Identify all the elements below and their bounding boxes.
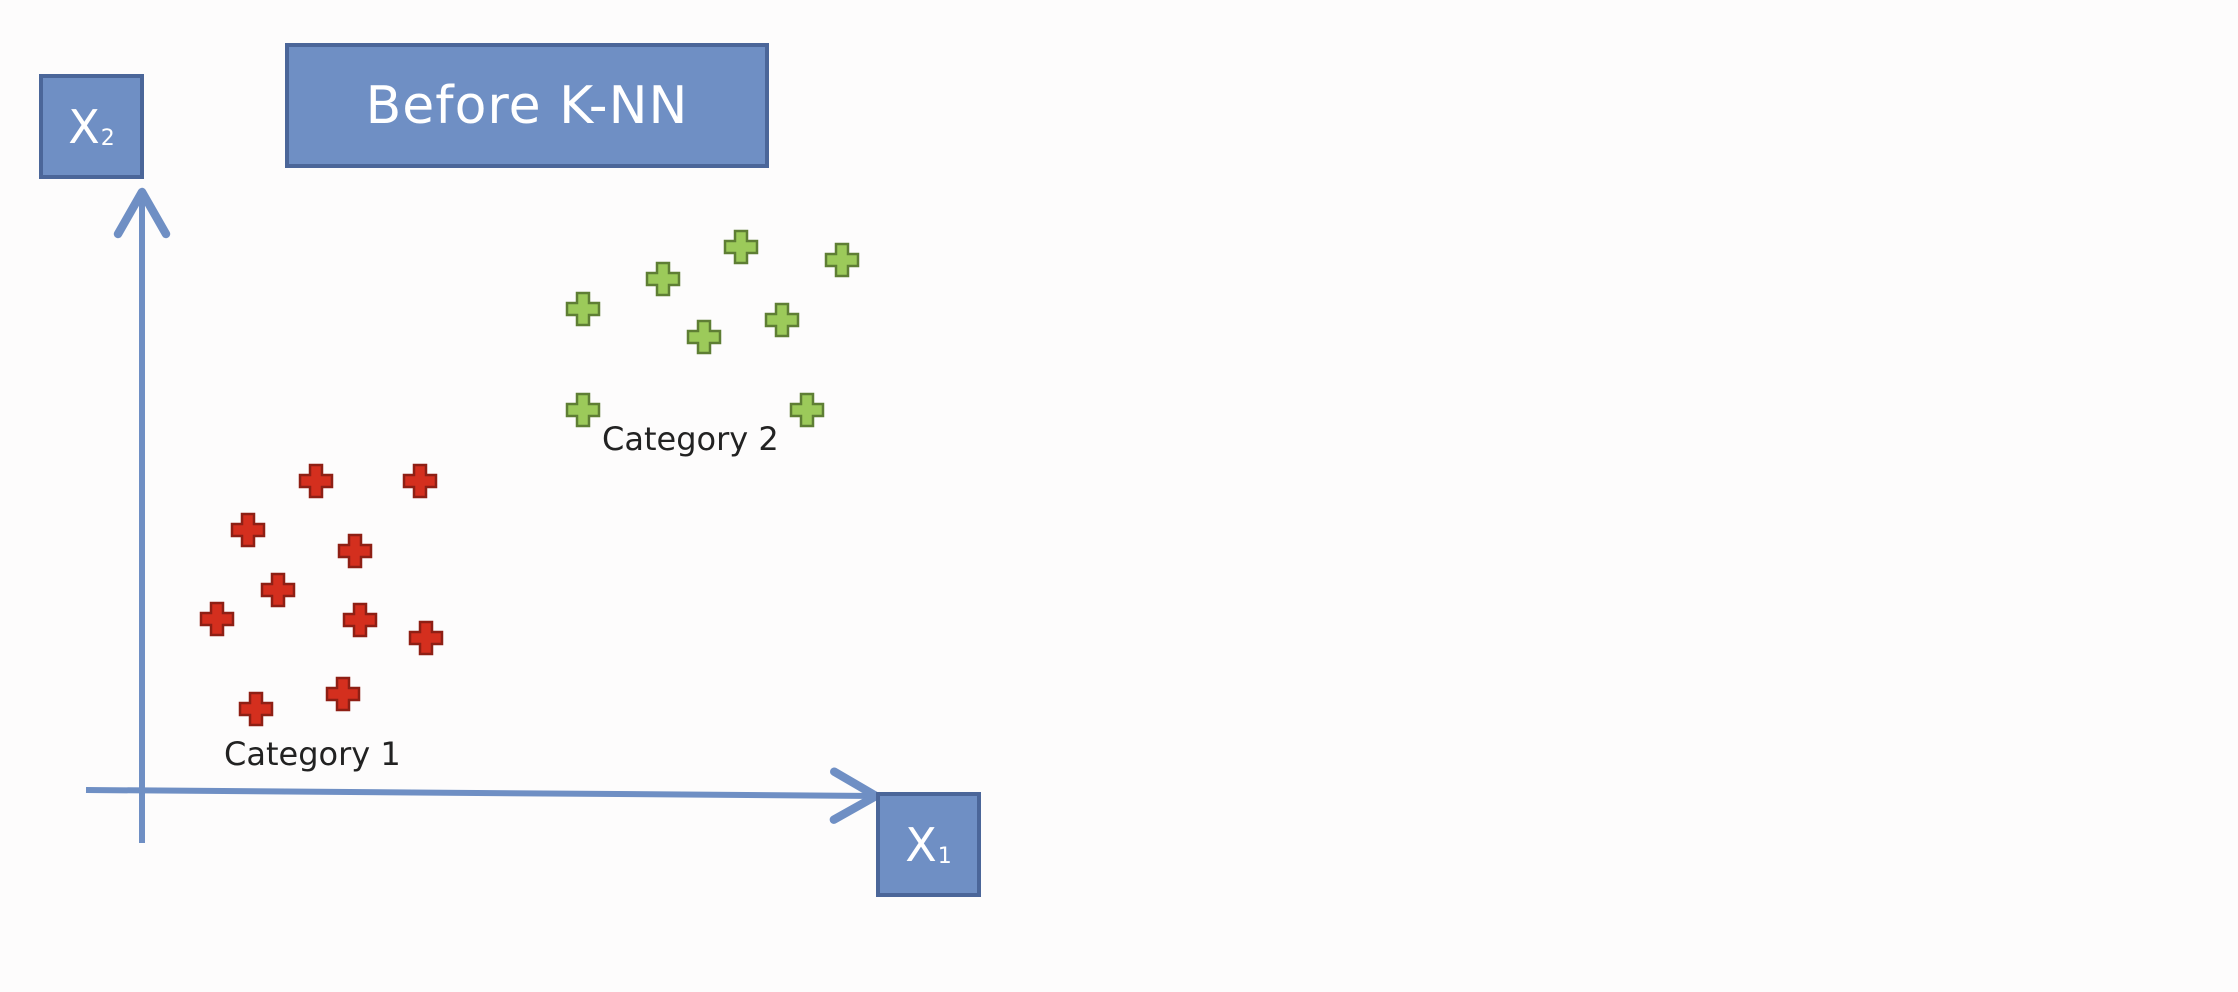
category-2-plus-marker-icon: [764, 302, 800, 338]
x1-axis-subscript: 1: [937, 844, 952, 869]
x1-axis-arrow: [85, 767, 881, 824]
x2-axis-subscript: 2: [100, 126, 115, 151]
category-1-plus-marker-icon: [342, 602, 378, 638]
category-2-plus-marker-icon: [723, 229, 759, 265]
category-2-plus-marker-icon: [565, 392, 601, 428]
category-1-plus-marker-icon: [298, 463, 334, 499]
category-2-label: Category 2: [602, 420, 779, 458]
category-1-plus-marker-icon: [325, 676, 361, 712]
category-1-plus-marker-icon: [337, 533, 373, 569]
category-1-plus-marker-icon: [402, 463, 438, 499]
category-2-plus-marker-icon: [645, 261, 681, 297]
slide-title-text: Before K-NN: [365, 75, 689, 136]
category-1-plus-marker-icon: [230, 512, 266, 548]
category-1-plus-marker-icon: [238, 691, 274, 727]
slide-title: Before K-NN: [285, 43, 769, 168]
x1-axis-letter: X: [905, 817, 937, 872]
category-1-plus-marker-icon: [408, 620, 444, 656]
category-2-plus-marker-icon: [686, 319, 722, 355]
category-2-plus-marker-icon: [824, 242, 860, 278]
category-1-plus-marker-icon: [260, 572, 296, 608]
category-2-plus-marker-icon: [789, 392, 825, 428]
category-1-plus-marker-icon: [199, 601, 235, 637]
points-layer: [199, 229, 860, 727]
category-2-plus-marker-icon: [565, 291, 601, 327]
x2-axis-letter: X: [68, 99, 100, 154]
category-1-label: Category 1: [224, 735, 401, 773]
